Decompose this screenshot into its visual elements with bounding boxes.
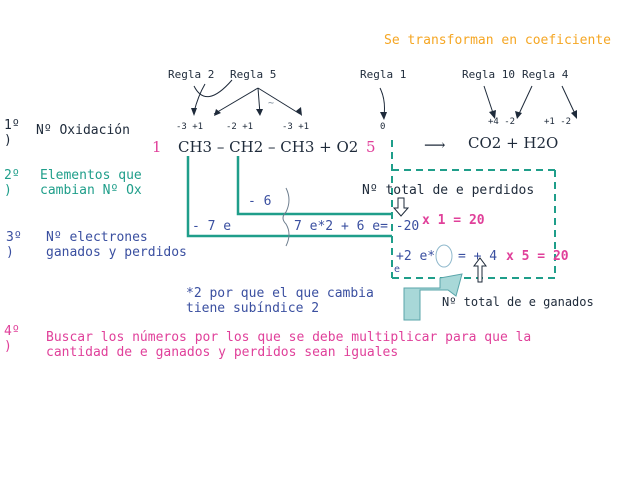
page-title: Se transforman en coeficiente <box>384 33 611 48</box>
teal-line-ch3 <box>186 156 392 238</box>
label-regla1: Regla 1 <box>360 68 407 81</box>
multiply-five: x 5 = 20 <box>506 249 569 264</box>
step3-number: 3º ) <box>6 230 22 260</box>
reaction-arrow: ⟶ <box>424 136 446 154</box>
tilde-mark: ~ <box>268 98 275 109</box>
step2-text: Elementos que cambian Nº Ox <box>40 168 142 198</box>
ox-h2o: +1 -2 <box>544 117 572 127</box>
electron-sum: 7 e*2 + 6 e= -20 <box>294 219 420 234</box>
arrow-regla1 <box>379 87 385 117</box>
label-regla2: Regla 2 <box>168 68 215 81</box>
hollow-arrow-down <box>392 197 410 217</box>
multiply-one: x 1 = 20 <box>422 213 485 228</box>
total-lost-label: Nº total de e perdidos <box>362 183 535 198</box>
arrow-regla2-curve <box>193 79 233 97</box>
gain-e: e <box>394 264 401 275</box>
brace <box>282 187 290 247</box>
gain-expression: +2 e* <box>396 249 436 264</box>
label-regla4: Regla 4 <box>522 68 569 81</box>
step4-number: 4º ) <box>4 324 20 354</box>
gain-oval <box>435 244 453 268</box>
block-arrow <box>403 273 463 321</box>
arrow-regla4-a <box>517 85 533 117</box>
label-regla10: Regla 10 <box>462 68 515 81</box>
ox-ch2: -2 +1 <box>226 122 254 132</box>
step1-number: 1º ) <box>4 118 20 148</box>
step2-number: 2º ) <box>4 168 20 198</box>
ox-co2: +4 -2 <box>488 117 516 127</box>
step4-text: Buscar los números por los que se debe m… <box>46 330 532 360</box>
coefficient-oxygen: 5 <box>366 138 376 156</box>
ox-ch3-a: -3 +1 <box>176 122 204 132</box>
gain-equals: = + 4 <box>458 249 498 264</box>
arrow-regla5-c <box>257 87 301 115</box>
subscript-note: *2 por que el que cambia tiene subíndice… <box>186 286 374 316</box>
equation-products: CO2 + H2O <box>468 134 559 152</box>
ox-ch3-b: -3 +1 <box>282 122 310 132</box>
arrow-regla5-a <box>213 87 259 115</box>
step3-text: Nº electrones ganados y perdidos <box>46 230 187 260</box>
label-regla5: Regla 5 <box>230 68 277 81</box>
hollow-arrow-up <box>473 257 487 283</box>
minus-six: - 6 <box>248 194 272 209</box>
arrow-regla10 <box>483 85 495 117</box>
arrow-regla4-b <box>561 85 577 117</box>
teal-line-ch2 <box>236 156 392 216</box>
ox-o2: 0 <box>380 122 386 132</box>
equation-reactants: CH3 – CH2 – CH3 + O2 <box>178 138 359 156</box>
step1-text: Nº Oxidación <box>36 123 130 138</box>
coefficient-propane: 1 <box>152 138 162 156</box>
minus-seven-e: - 7 e <box>192 219 232 234</box>
total-gained-label: Nº total de e ganados <box>442 295 594 309</box>
